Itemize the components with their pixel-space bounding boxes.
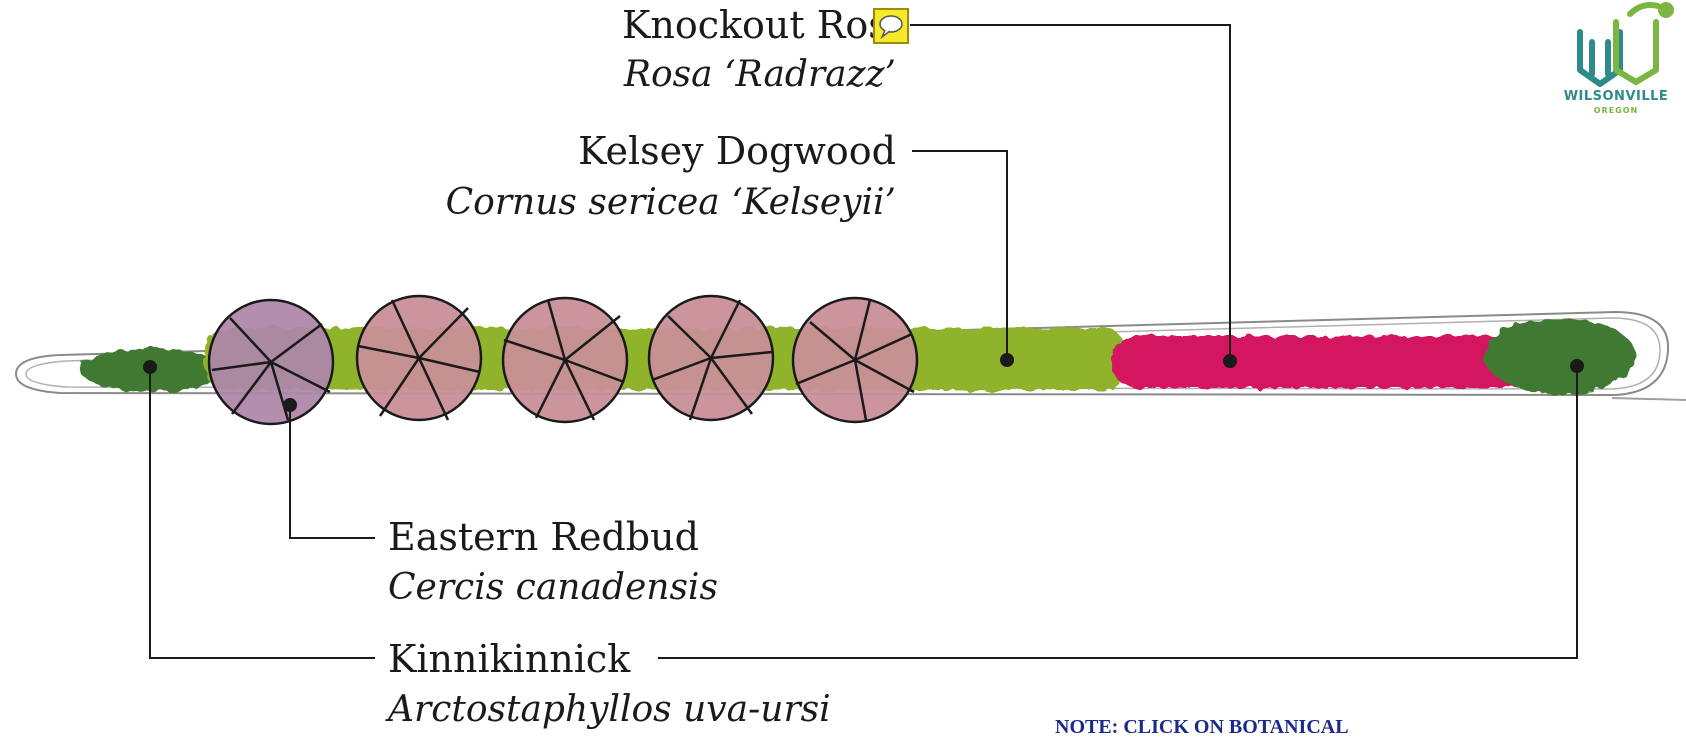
planter-outline [14, 310, 1686, 401]
kinnikinnick-right-mass [1484, 318, 1636, 394]
dot-rose [1223, 354, 1237, 368]
dot-dogwood [1000, 353, 1014, 367]
leader-kinnikinnick [149, 366, 1578, 659]
leader-eastern-redbud [289, 405, 375, 539]
leader-lines [149, 24, 1578, 659]
kinnikinnick-common-name: Kinnikinnick [388, 637, 631, 681]
redbud-tree-3 [501, 296, 629, 424]
kelsey-dogwood-latin-name: Cornus sericea ‘Kelseyii’ [445, 182, 896, 223]
redbud-tree-5 [791, 296, 919, 424]
dot-kinnikinnick-right [1570, 359, 1584, 373]
redbud-trees [207, 294, 919, 426]
kinnikinnick-latin-name: Arctostaphyllos uva-ursi [388, 689, 831, 730]
leader-knockout-rose [910, 24, 1231, 361]
redbud-tree-1 [207, 298, 335, 426]
wilsonville-logo-mark [1577, 2, 1674, 87]
kelsey-dogwood-common-name: Kelsey Dogwood [578, 129, 896, 173]
leader-kelsey-dogwood [912, 150, 1008, 360]
note-text[interactable]: NOTE: CLICK ON BOTANICAL [1055, 716, 1349, 738]
redbud-tree-4 [647, 294, 775, 422]
eastern-redbud-common-name: Eastern Redbud [388, 515, 699, 559]
redbud-tree-2 [355, 294, 483, 422]
comment-icon[interactable] [873, 8, 909, 44]
speech-bubble-icon [879, 15, 903, 40]
logo-subtitle: OREGON [1593, 106, 1639, 115]
leader-dots [143, 353, 1584, 412]
rose-mass [1112, 336, 1530, 388]
dot-redbud [283, 398, 297, 412]
dot-kinnikinnick-left [143, 360, 157, 374]
eastern-redbud-latin-name: Cercis canadensis [388, 567, 718, 608]
logo-name: WILSONVILLE [1563, 89, 1669, 104]
knockout-rose-latin-name: Rosa ‘Radrazz’ [623, 54, 896, 95]
knockout-rose-common-name: Knockout Ros [622, 3, 888, 47]
